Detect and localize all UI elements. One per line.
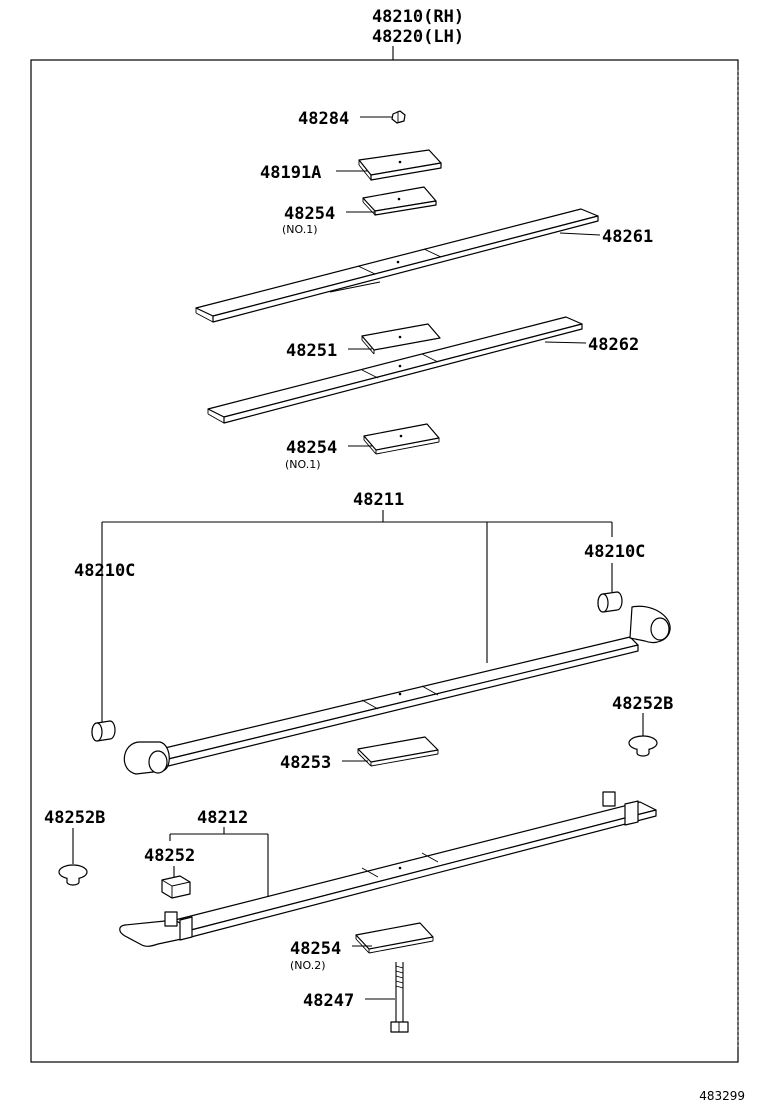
label-48252b-left: 48252B — [44, 808, 105, 828]
bracket-48212 — [169, 827, 269, 898]
spacer-48253 — [357, 736, 439, 767]
label-48212: 48212 — [197, 808, 248, 828]
note-48254-top: (NO.1) — [282, 223, 318, 236]
main-leaf-48211 — [123, 605, 671, 775]
spacer-48254-top — [362, 186, 437, 216]
label-48254-top: 48254 — [284, 204, 335, 224]
leaf-spring-48262 — [207, 316, 583, 424]
clip-48252 — [161, 875, 191, 899]
bushing-48210c-right — [597, 591, 623, 613]
nut-48284 — [391, 110, 406, 124]
label-48261: 48261 — [602, 227, 653, 247]
spacer-48254-bottom — [355, 922, 434, 954]
helper-leaf-48212 — [119, 791, 657, 947]
leader-48262 — [544, 341, 587, 344]
bumper-48252b-right — [628, 735, 658, 757]
bushing-48210c-left — [91, 720, 116, 742]
spacer-48254-mid — [363, 423, 440, 455]
label-48252: 48252 — [144, 846, 195, 866]
bumper-48252b-left — [58, 864, 88, 886]
label-48254-bottom: 48254 — [290, 939, 341, 959]
label-48253: 48253 — [280, 753, 331, 773]
figure-code: 483299 — [699, 1089, 745, 1103]
bracket-48211 — [101, 510, 613, 722]
label-48210c-left: 48210C — [74, 561, 135, 581]
label-48191a: 48191A — [260, 163, 321, 183]
label-48252b-right: 48252B — [612, 694, 673, 714]
assembly-label-lh: 48220(LH) — [372, 27, 464, 47]
label-48254-mid: 48254 — [286, 438, 337, 458]
note-48254-mid: (NO.1) — [285, 458, 321, 471]
label-48262: 48262 — [588, 335, 639, 355]
leader-48261 — [559, 232, 601, 236]
label-48211: 48211 — [353, 490, 404, 510]
plate-48191a — [358, 149, 442, 181]
note-48254-bottom: (NO.2) — [290, 959, 326, 972]
bolt-48247 — [390, 962, 409, 1033]
label-48210c-right: 48210C — [584, 542, 645, 562]
spacer-48251 — [361, 323, 441, 355]
label-48251: 48251 — [286, 341, 337, 361]
assembly-label-rh: 48210(RH) — [372, 7, 464, 27]
label-48247: 48247 — [303, 991, 354, 1011]
label-48284: 48284 — [298, 109, 349, 129]
leaf-spring-48261 — [195, 208, 599, 323]
